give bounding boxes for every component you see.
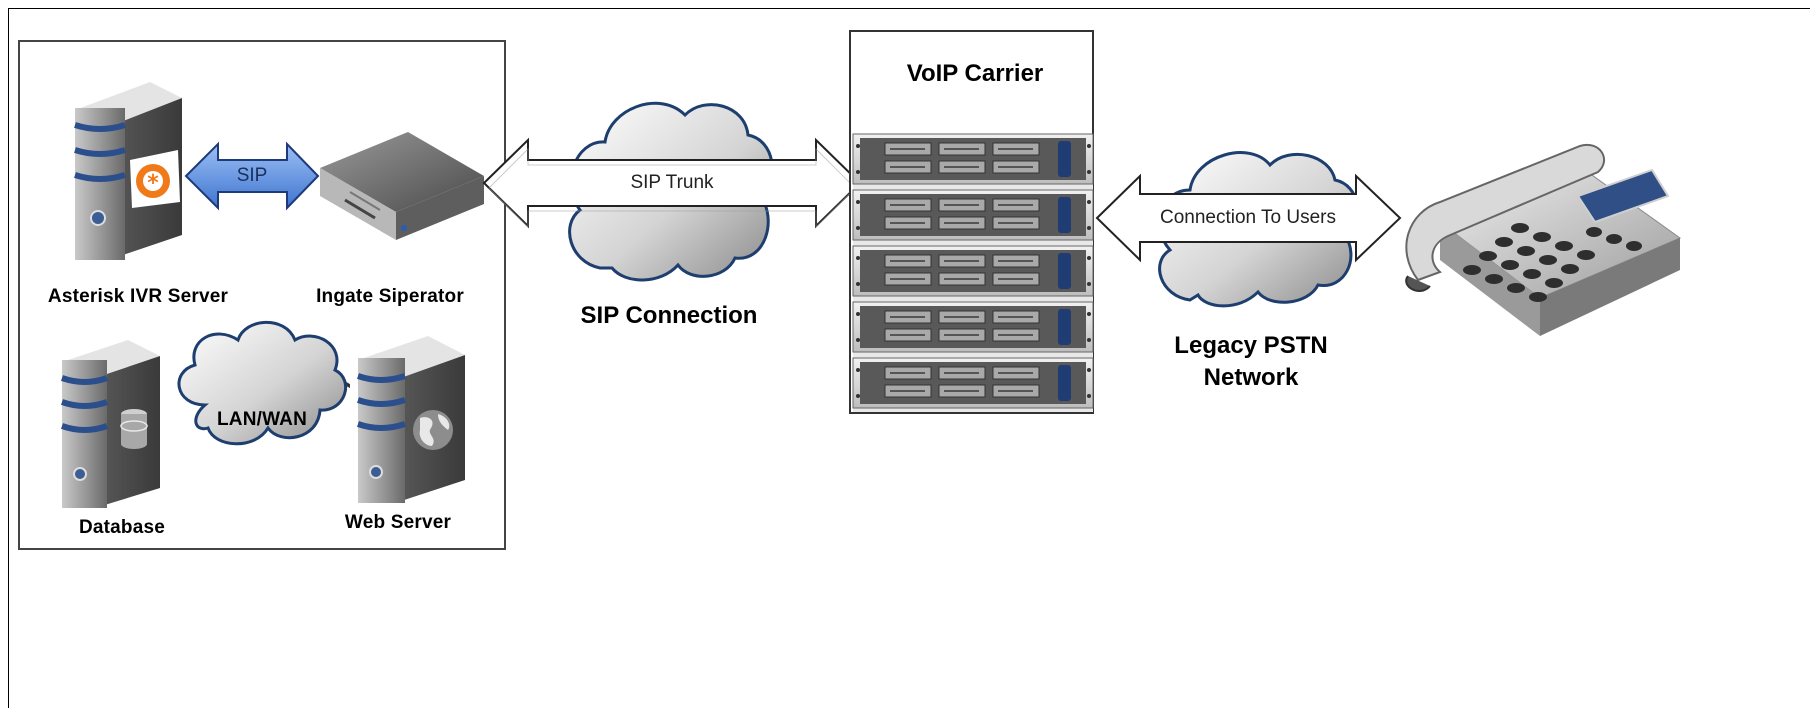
phone-key [1485, 274, 1503, 284]
phone-key [1529, 292, 1547, 302]
phone-key [1555, 241, 1573, 251]
rack-unit [852, 133, 1094, 185]
rack-units [852, 133, 1094, 409]
phone-key [1501, 260, 1519, 270]
network-diagram: * [18, 30, 1682, 550]
asterisk-server-label: Asterisk IVR Server [47, 286, 229, 307]
pstn-label-line2: Network [1203, 364, 1299, 391]
rack-unit [852, 189, 1094, 241]
diagram-frame [8, 8, 1810, 708]
phone-key [1507, 283, 1525, 293]
web-server-icon [357, 336, 465, 503]
connection-to-users-label: Connection To Users [1157, 207, 1339, 229]
phone-key [1577, 250, 1595, 260]
rack-unit [852, 301, 1094, 353]
lan-wan-label: LAN/WAN [216, 409, 308, 430]
telephone-icon [1405, 143, 1682, 336]
ingate-siperator-label: Ingate Siperator [316, 286, 464, 307]
asterisk-server-icon: * [74, 82, 182, 260]
rack-unit [852, 357, 1094, 409]
phone-key [1511, 223, 1529, 233]
database-label: Database [78, 517, 166, 538]
sip-arrow [184, 141, 320, 211]
phone-key [1517, 246, 1535, 256]
phone-key [1545, 278, 1563, 288]
asterisk-logo-icon: * [130, 150, 180, 208]
phone-key [1463, 265, 1481, 275]
voip-carrier-title: VoIP Carrier [906, 60, 1044, 87]
phone-function-key [1606, 234, 1622, 244]
sip-arrow-label: SIP [236, 165, 268, 186]
phone-function-key [1586, 227, 1602, 237]
svg-text:*: * [147, 171, 159, 196]
rack-unit [852, 245, 1094, 297]
phone-key [1561, 264, 1579, 274]
lan-wan-cloud-icon [177, 320, 348, 446]
phone-function-key [1626, 241, 1642, 251]
phone-key [1533, 232, 1551, 242]
pstn-label-line1: Legacy PSTN [1174, 332, 1328, 359]
phone-key [1523, 269, 1541, 279]
globe-icon [413, 410, 453, 450]
sip-connection-label: SIP Connection [580, 302, 758, 329]
phone-key [1495, 237, 1513, 247]
phone-key [1479, 251, 1497, 261]
database-cylinder-icon [120, 409, 148, 449]
phone-keypad [1463, 223, 1642, 302]
web-server-label: Web Server [344, 512, 452, 533]
phone-key [1539, 255, 1557, 265]
sip-trunk-label: SIP Trunk [630, 172, 714, 193]
database-server-icon [61, 340, 160, 508]
